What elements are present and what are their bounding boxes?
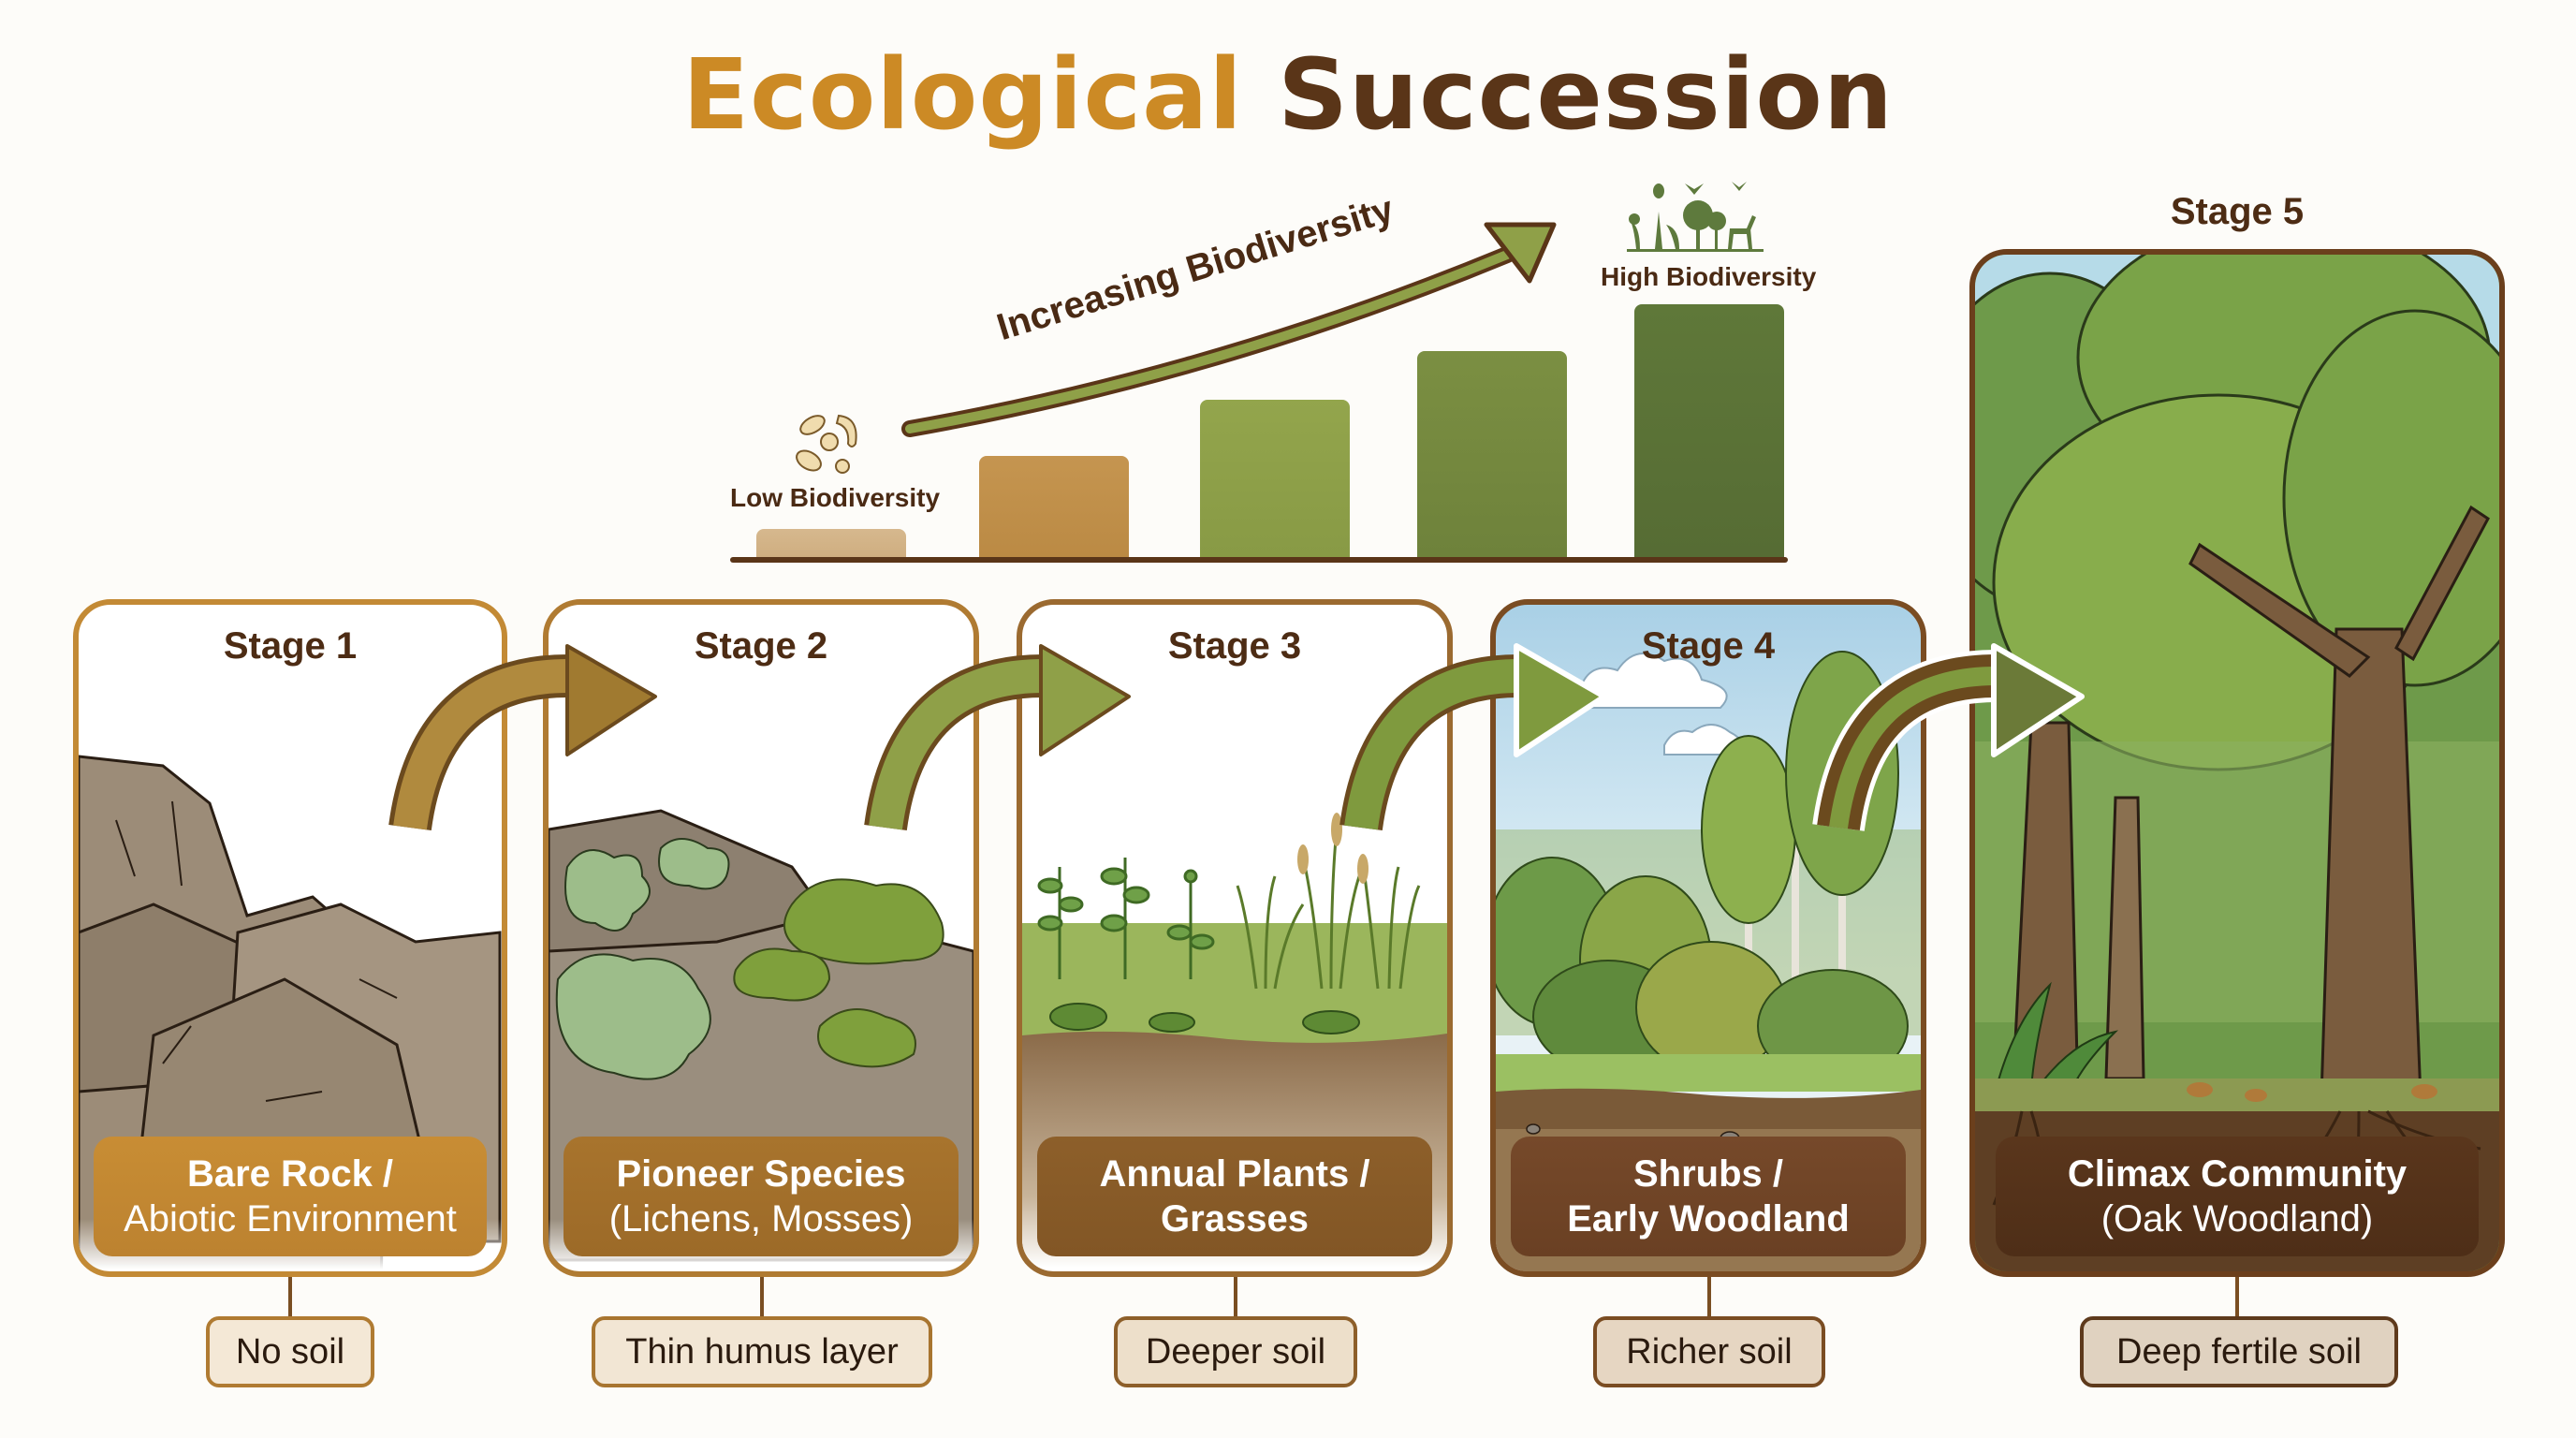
- stage-label-primary: Annual Plants /: [1099, 1153, 1370, 1195]
- stage-label-box: Bare Rock / Abiotic Environment: [94, 1137, 487, 1256]
- plants-animals-icon: [1627, 182, 1764, 252]
- soil-connector-5: [2235, 1277, 2239, 1328]
- stage-label-secondary: (Lichens, Mosses): [608, 1198, 914, 1240]
- soil-label-3: Deeper soil: [1114, 1316, 1357, 1387]
- bar-stage-2: [979, 456, 1129, 557]
- stage-card-4: Stage 4 Shrubs / Early Woodland: [1490, 599, 1926, 1277]
- stage-label-box: Climax Community (Oak Woodland): [1996, 1137, 2479, 1256]
- stage-title: Stage 4: [1641, 625, 1776, 667]
- bar-stage-1: [756, 529, 906, 557]
- title-word-ecological: Ecological: [682, 37, 1243, 152]
- title-word-succession: Succession: [1278, 37, 1894, 152]
- high-biodiversity-label: High Biodiversity: [1601, 262, 1817, 291]
- page-title: Ecological Succession: [0, 37, 2576, 152]
- microbes-icon: [796, 414, 857, 474]
- soil-connector-2: [760, 1277, 764, 1328]
- stage-card-5: Climax Community (Oak Woodland): [1969, 249, 2505, 1277]
- stage-card-2: Stage 2 Pioneer Species (Lichens, Mosses…: [543, 599, 979, 1277]
- stage-label-secondary: Grasses: [1161, 1198, 1309, 1240]
- soil-connector-4: [1707, 1277, 1711, 1328]
- stage-card-3: Stage 3 Annual Plants / Grasses: [1017, 599, 1453, 1277]
- bar-stage-5: [1634, 304, 1784, 557]
- stage-label-primary: Pioneer Species: [616, 1153, 906, 1195]
- stage-label-primary: Shrubs /: [1632, 1153, 1784, 1195]
- soil-connector-1: [288, 1277, 292, 1328]
- stage-title-5: Stage 5: [2170, 191, 2305, 232]
- soil-connector-3: [1234, 1277, 1237, 1328]
- low-biodiversity-label: Low Biodiversity: [730, 483, 941, 512]
- stage-label-secondary: Abiotic Environment: [124, 1198, 457, 1240]
- stage-label-box: Annual Plants / Grasses: [1037, 1137, 1432, 1256]
- stage-title: Stage 1: [223, 625, 358, 667]
- stage-card-1: Stage 1 Bare Rock / Abiotic Environment: [73, 599, 507, 1277]
- stage-label-box: Shrubs / Early Woodland: [1511, 1137, 1906, 1256]
- stage-label-secondary: (Oak Woodland): [2100, 1198, 2374, 1240]
- stage-label-primary: Bare Rock /: [186, 1153, 394, 1195]
- oak-woodland-illustration: [1975, 255, 2499, 1271]
- stage-title: Stage 2: [694, 625, 828, 667]
- soil-label-1: No soil: [206, 1316, 374, 1387]
- stage-label-secondary: Early Woodland: [1567, 1198, 1850, 1240]
- stage-title: Stage 3: [1167, 625, 1302, 667]
- bar-stage-3: [1200, 400, 1350, 557]
- chart-baseline: [730, 557, 1788, 563]
- soil-label-4: Richer soil: [1593, 1316, 1825, 1387]
- bar-stage-4: [1417, 351, 1567, 557]
- stage-label-primary: Climax Community: [2067, 1153, 2408, 1195]
- soil-label-2: Thin humus layer: [592, 1316, 932, 1387]
- increasing-biodiversity-label: Increasing Biodiversity: [992, 188, 1398, 349]
- soil-label-5: Deep fertile soil: [2080, 1316, 2398, 1387]
- stage-label-box: Pioneer Species (Lichens, Mosses): [564, 1137, 959, 1256]
